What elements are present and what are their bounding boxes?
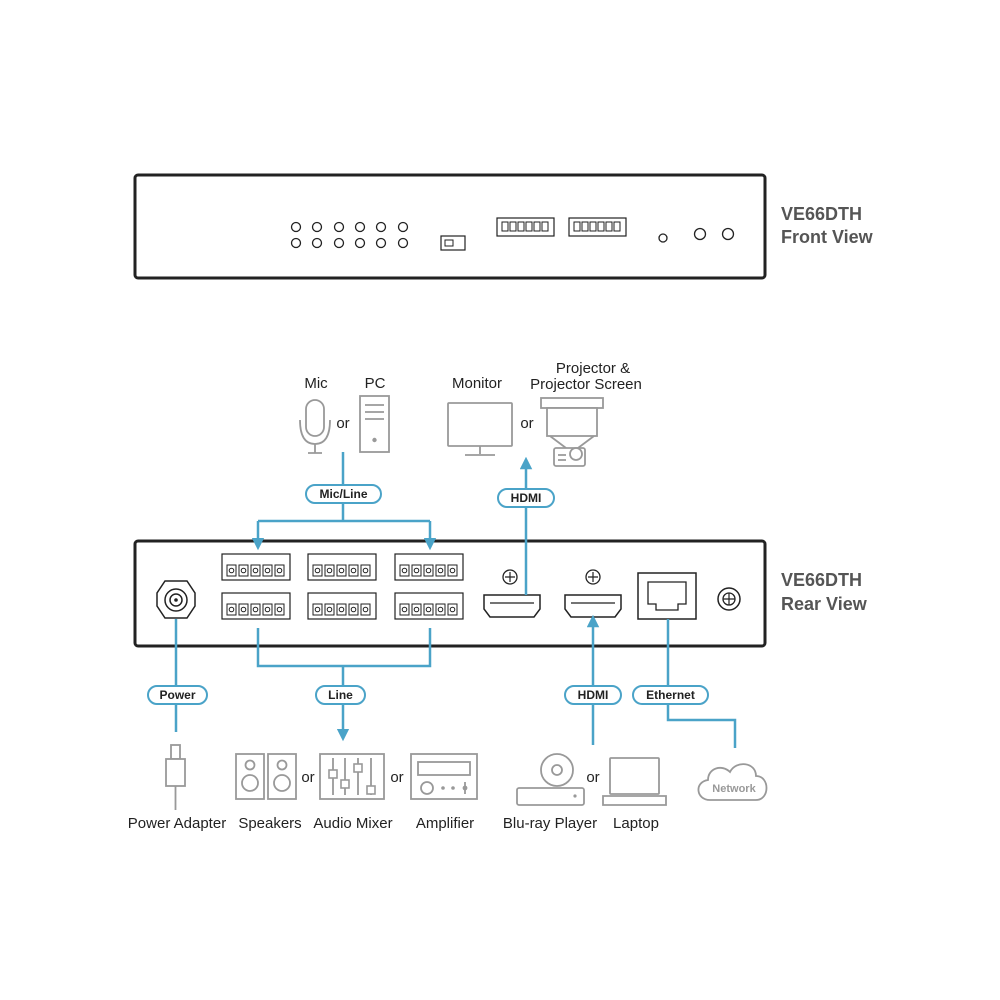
power-jack bbox=[156, 580, 196, 619]
pill-power: Power bbox=[147, 685, 208, 705]
pill-line: Line bbox=[315, 685, 366, 705]
terminal-block-mic-line-1 bbox=[221, 553, 291, 581]
pill-mic-line: Mic/Line bbox=[305, 484, 382, 504]
front-view-label: Front View bbox=[781, 227, 874, 247]
rear-view-label: Rear View bbox=[781, 594, 868, 614]
cable-mic-line bbox=[251, 452, 437, 551]
pc-label: PC bbox=[365, 375, 386, 392]
ground-screw bbox=[717, 587, 741, 611]
laptop-label: Laptop bbox=[613, 815, 659, 832]
front-panel bbox=[133, 173, 767, 280]
svg-text:HDMI: HDMI bbox=[511, 491, 542, 505]
or-monitor-projector: or bbox=[520, 415, 533, 432]
audio-mixer-icon bbox=[319, 753, 385, 800]
pill-hdmi-in: HDMI bbox=[564, 685, 622, 705]
front-switch bbox=[440, 235, 466, 251]
terminal-block-mic-line-2 bbox=[394, 553, 464, 581]
audio-mixer-label: Audio Mixer bbox=[313, 815, 392, 832]
projector-label-line2: Projector Screen bbox=[530, 376, 642, 393]
front-indicators bbox=[658, 227, 735, 243]
terminal-block-line-2 bbox=[394, 592, 464, 620]
front-dip-switch-1 bbox=[496, 217, 555, 237]
front-dip-switch-2 bbox=[568, 217, 627, 237]
terminal-block-bottom-2 bbox=[307, 592, 377, 620]
ethernet-port bbox=[637, 572, 697, 620]
svg-text:Line: Line bbox=[328, 688, 353, 702]
terminal-block-line-1 bbox=[221, 592, 291, 620]
pill-hdmi-out: HDMI bbox=[497, 488, 555, 508]
hdmi-out-port bbox=[483, 569, 541, 618]
amplifier-label: Amplifier bbox=[416, 815, 474, 832]
projector-icon bbox=[540, 397, 604, 467]
speakers-icon bbox=[235, 753, 297, 800]
power-adapter-icon bbox=[165, 744, 186, 810]
or-speakers-mixer: or bbox=[301, 769, 314, 786]
or-bluray-laptop: or bbox=[586, 769, 599, 786]
terminal-block-top-2 bbox=[307, 553, 377, 581]
monitor-icon bbox=[447, 402, 513, 456]
pill-ethernet: Ethernet bbox=[632, 685, 709, 705]
or-mic-pc: or bbox=[336, 415, 349, 432]
pc-icon bbox=[359, 395, 390, 453]
front-model-label: VE66DTH bbox=[781, 204, 862, 224]
mic-icon bbox=[299, 399, 331, 454]
mic-label: Mic bbox=[304, 375, 328, 392]
projector-label-line1: Projector & bbox=[556, 360, 630, 377]
network-cloud-icon bbox=[697, 763, 768, 801]
svg-text:HDMI: HDMI bbox=[578, 688, 609, 702]
amplifier-icon bbox=[410, 753, 478, 800]
network-label: Network bbox=[712, 783, 756, 795]
monitor-label: Monitor bbox=[452, 375, 502, 392]
cable-ethernet bbox=[666, 619, 737, 748]
hdmi-in-port bbox=[564, 569, 622, 618]
svg-text:Ethernet: Ethernet bbox=[646, 688, 695, 702]
laptop-icon bbox=[602, 757, 667, 806]
svg-text:Mic/Line: Mic/Line bbox=[319, 487, 367, 501]
bluray-player-icon bbox=[516, 753, 585, 806]
speakers-label: Speakers bbox=[238, 815, 301, 832]
rear-panel bbox=[133, 539, 767, 648]
bluray-player-label: Blu-ray Player bbox=[503, 815, 597, 832]
svg-text:Power: Power bbox=[159, 688, 195, 702]
rear-model-label: VE66DTH bbox=[781, 570, 862, 590]
power-adapter-label: Power Adapter bbox=[128, 815, 226, 832]
front-led-grid bbox=[290, 221, 409, 249]
or-mixer-amplifier: or bbox=[390, 769, 403, 786]
